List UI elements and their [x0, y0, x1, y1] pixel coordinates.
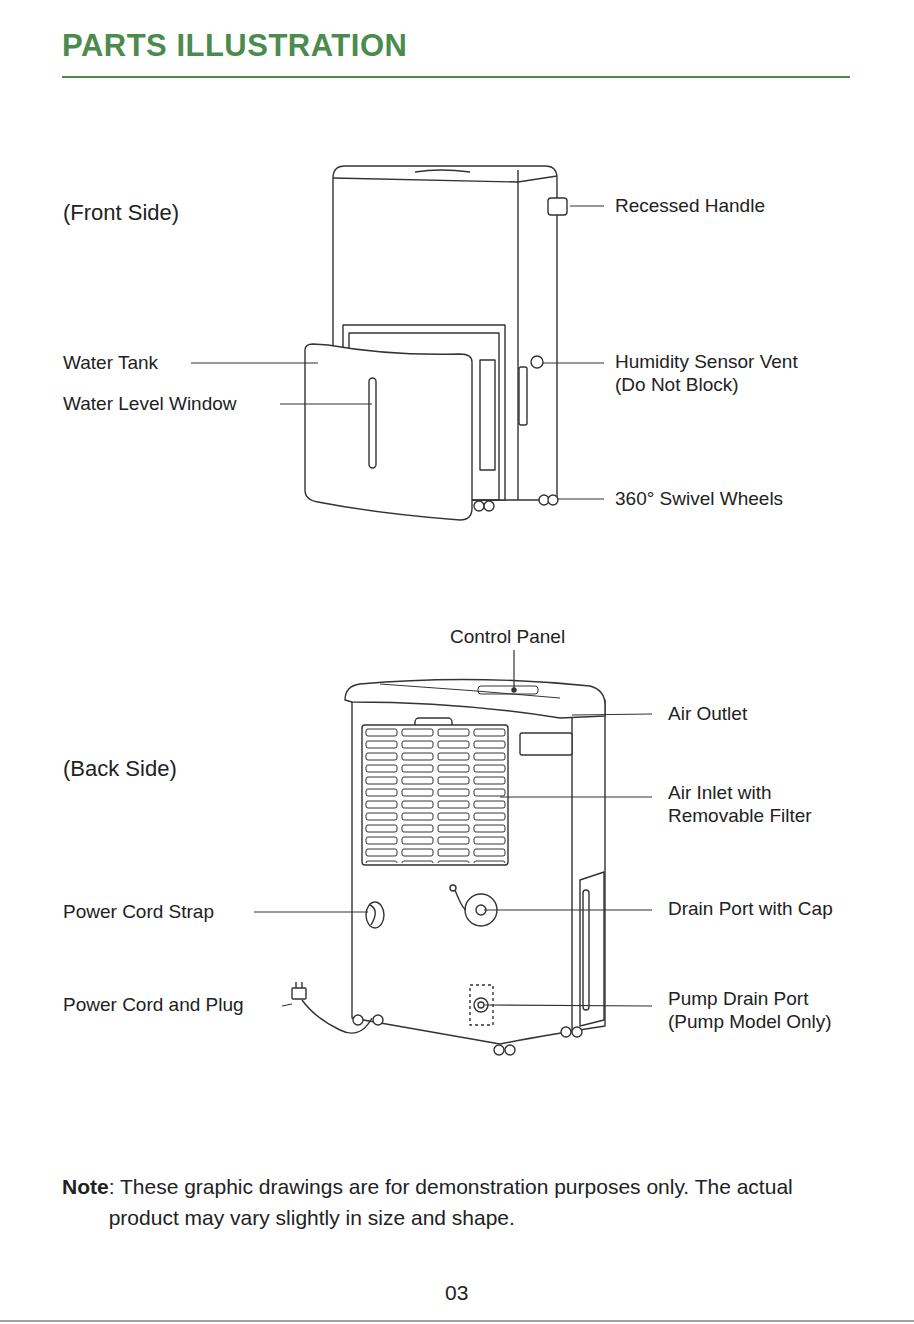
page-title: PARTS ILLUSTRATION [62, 28, 407, 64]
leader-lines [191, 206, 652, 1006]
part-label: Recessed Handle [615, 194, 765, 217]
view-heading: (Front Side) [63, 200, 179, 226]
note-heading: Note [62, 1171, 109, 1233]
part-label: Air Outlet [668, 702, 747, 725]
part-label: Drain Port with Cap [668, 897, 833, 920]
part-label: Air Inlet with Removable Filter [668, 781, 843, 827]
part-label: Water Tank [63, 351, 158, 374]
page-rule [0, 1321, 914, 1322]
note-block: Note: These graphic drawings are for dem… [62, 1171, 799, 1233]
part-label: Power Cord and Plug [63, 993, 244, 1016]
back-unit [292, 679, 605, 1055]
part-label: Humidity Sensor Vent (Do Not Block) [615, 350, 823, 396]
part-label: Pump Drain Port (Pump Model Only) [668, 987, 853, 1033]
part-label: 360° Swivel Wheels [615, 487, 783, 510]
part-label: Control Panel [450, 625, 565, 648]
view-heading: (Back Side) [63, 756, 177, 782]
part-label: Power Cord Strap [63, 900, 214, 923]
part-label: Water Level Window [63, 392, 237, 415]
title-rule [62, 76, 850, 78]
front-unit [305, 166, 567, 520]
note-text: : These graphic drawings are for demonst… [109, 1171, 799, 1233]
page-number: 03 [445, 1281, 468, 1304]
